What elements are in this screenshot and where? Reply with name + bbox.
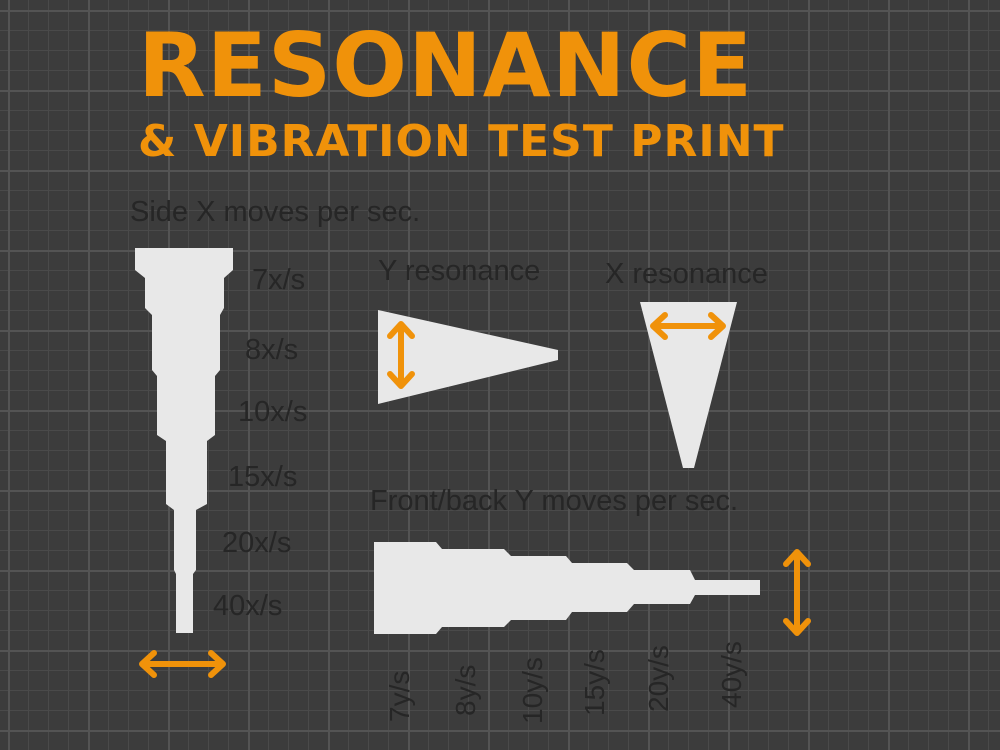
side-x-heading: Side X moves per sec. [130, 196, 421, 228]
front-back-y-step-label: 15y/s [579, 649, 610, 716]
front-back-y-heading: Front/back Y moves per sec. [370, 485, 739, 517]
side-x-stepped-tower [135, 248, 233, 633]
y-resonance-vertical-arrow-icon [387, 321, 415, 389]
front-back-y-stepped-bar [374, 542, 760, 634]
x-resonance-wedge [640, 302, 737, 468]
y-resonance-label: Y resonance [378, 255, 541, 287]
title: RESONANCE [138, 14, 754, 117]
subtitle: & VIBRATION TEST PRINT [138, 116, 785, 167]
front-back-y-step-label: 8y/s [450, 664, 481, 716]
front-back-y-step-label: 7y/s [384, 670, 415, 722]
front-back-vertical-arrow-icon [783, 549, 811, 636]
front-back-y-step-label: 20y/s [643, 645, 674, 712]
front-back-y-step-label: 40y/s [716, 641, 747, 708]
side-x-step-label: 7x/s [252, 264, 306, 296]
front-back-y-step-label: 10y/s [517, 657, 548, 724]
side-x-step-label: 20x/s [222, 527, 292, 559]
side-x-step-label: 8x/s [245, 334, 299, 366]
side-x-step-label: 40x/s [213, 590, 283, 622]
x-resonance-label: X resonance [605, 258, 768, 290]
y-resonance-wedge [378, 310, 558, 404]
side-x-horizontal-arrow-icon [139, 650, 226, 678]
side-x-step-label: 15x/s [228, 461, 298, 493]
side-x-step-label: 10x/s [238, 396, 308, 428]
x-resonance-horizontal-arrow-icon [650, 312, 726, 340]
